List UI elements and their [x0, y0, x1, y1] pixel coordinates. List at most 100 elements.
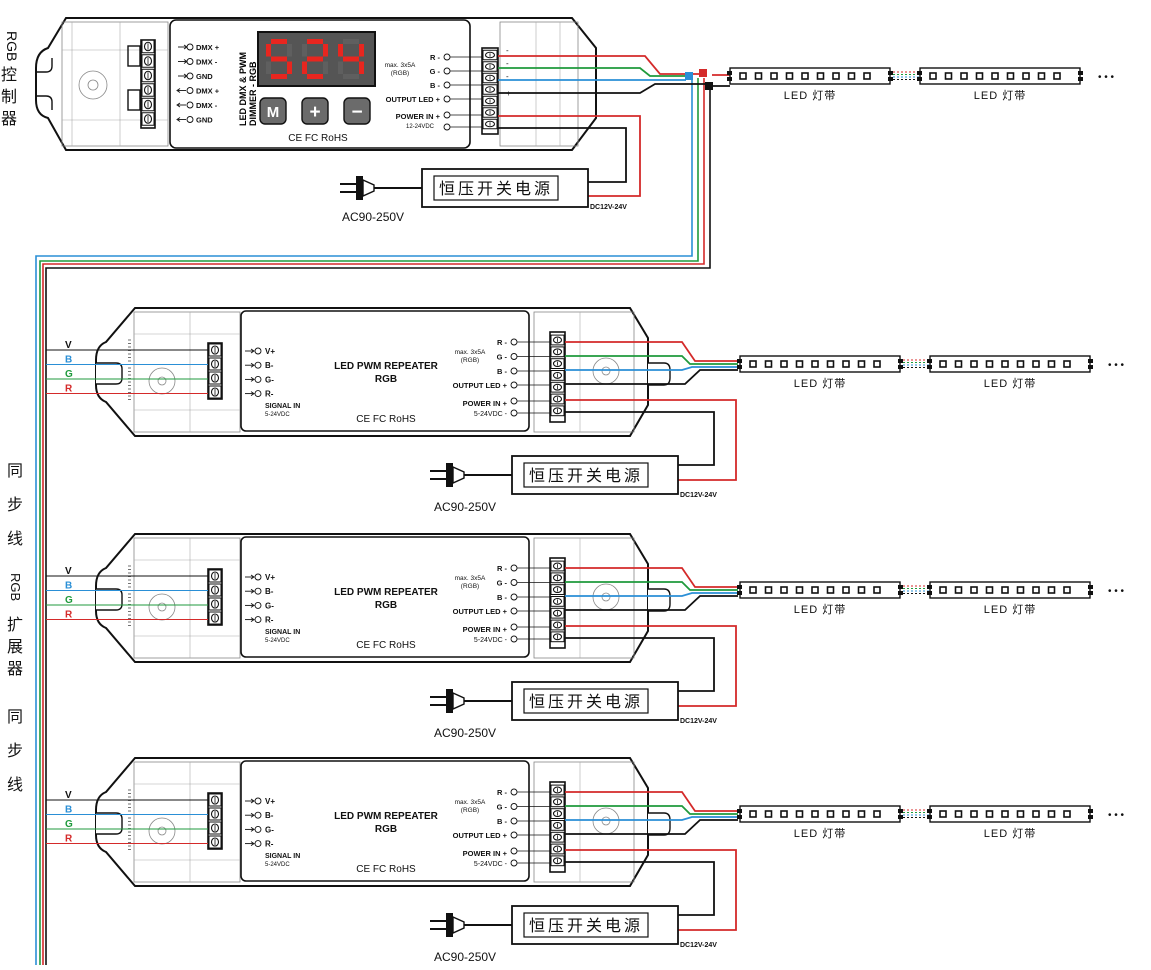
led-strip: LED 灯带 [927, 805, 1093, 840]
diagram-element [917, 71, 922, 75]
plug-icon [356, 176, 363, 200]
terminal-screws-icon [141, 39, 155, 126]
controller-input-label: DMX + [196, 87, 220, 96]
minus-button[interactable]: − [343, 97, 371, 125]
repeater-power-in-label: POWER IN + [463, 849, 508, 858]
plug-icon [446, 913, 453, 937]
screw-icon [210, 373, 220, 383]
diagram-element [127, 45, 141, 67]
controller-max-rating-sub: (RGB) [391, 70, 409, 77]
led-strip-body [729, 67, 891, 85]
bus-label: V [65, 566, 72, 577]
repeater-input-pin-label: B- [265, 811, 274, 820]
repeater-input-pin-label: G- [265, 601, 274, 610]
repeater-output-pin-label: B - [497, 593, 508, 602]
diagram-element [888, 77, 893, 81]
led-chip-icon [811, 810, 819, 818]
led-chip-icon [1037, 72, 1046, 80]
display-segment [307, 74, 323, 79]
led-chip-icon [985, 810, 994, 818]
repeater-power-in-label: POWER IN + [463, 625, 508, 634]
screw-icon [143, 41, 153, 52]
diagram-element [133, 311, 241, 433]
diagram-element [927, 809, 932, 813]
led-chip-icon [1032, 586, 1040, 594]
side-label-char: 制 [1, 88, 17, 106]
led-chip-icon [826, 360, 835, 368]
repeater-cert: CE FC RoHS [356, 640, 416, 651]
diagram-element [927, 815, 932, 819]
screw-icon [484, 86, 496, 93]
minus-button-label: − [351, 102, 362, 123]
led-chip-icon [944, 72, 953, 80]
led-chip-icon [826, 810, 835, 818]
led-chip-icon [1016, 360, 1025, 368]
led-strip-body [739, 581, 901, 599]
diagram-element [250, 588, 255, 594]
diagram-element [888, 71, 893, 75]
bus-label: B [65, 805, 72, 816]
diagram-element [259, 97, 287, 125]
led-chip-icon [826, 586, 835, 594]
screw-icon [484, 74, 496, 82]
controller-model-line2: DIMMER - RGB [248, 61, 258, 126]
led-strip-body [739, 805, 901, 823]
output-wire-red [565, 567, 738, 588]
repeater-input-pin-label: V+ [265, 573, 275, 582]
diagram-element [898, 585, 903, 589]
screw-icon [210, 599, 220, 609]
power-wire-black [565, 861, 715, 916]
led-chip-icon [764, 586, 773, 594]
screw-icon [210, 809, 220, 819]
diagram-element [1088, 815, 1093, 819]
display-segment [323, 61, 328, 74]
plus-button[interactable]: + [301, 97, 329, 125]
diagram-element [343, 97, 371, 125]
mode-button[interactable]: M [259, 97, 287, 125]
side-label-char: 展 [7, 639, 23, 656]
bus-label: R [65, 610, 73, 621]
diagram-element [1088, 359, 1093, 363]
diagram-element [250, 603, 255, 608]
pin-circle-icon [186, 87, 194, 94]
led-chip-icon [1016, 586, 1025, 594]
led-strip-label: LED 灯带 [984, 827, 1036, 840]
led-chip-icon [1016, 810, 1025, 818]
led-chip-icon [939, 810, 947, 818]
led-chip-icon [832, 72, 840, 80]
display-digits [266, 39, 364, 79]
led-chip-icon [842, 360, 850, 368]
diagram-element [737, 809, 742, 813]
led-chip-icon [873, 586, 881, 594]
screw-icon [552, 845, 563, 853]
led-chip-icon [970, 360, 978, 368]
diagram-element [35, 78, 693, 965]
controller-model-line1: LED DMX & PWM [238, 52, 248, 126]
controller-output-pin-label: B - [430, 81, 441, 90]
pin-circle-icon [443, 123, 451, 131]
repeater-signal-range: 5-24VDC [265, 638, 290, 644]
screw-icon [143, 70, 153, 81]
pin-circle-icon [443, 53, 451, 61]
plug-icon [446, 689, 453, 713]
power-wire-red [565, 399, 737, 481]
diagram-element [250, 391, 255, 396]
controller-power-in-label: POWER IN + [396, 112, 441, 121]
led-strip-label: LED 灯带 [794, 377, 846, 390]
pin-circle-icon [254, 797, 262, 805]
repeater-power-range: 5-24VDC - [474, 637, 508, 644]
screw-icon [552, 798, 563, 806]
power-supplies: AC90-250V恒压开关电源DC12V-24VAC90-250V恒压开关电源D… [340, 168, 717, 964]
repeater-input-pin-label: V+ [265, 347, 275, 356]
dc-voltage-label: DC12V-24V [680, 718, 717, 725]
screw-icon [552, 574, 563, 582]
repeater-output-pin-label: R - [497, 564, 508, 573]
pin-circle-icon [186, 72, 194, 80]
diagram-element [96, 812, 123, 835]
repeater-output-pin-label: B - [497, 367, 508, 376]
repeater-model-line1: LED PWM REPEATER [334, 361, 438, 372]
